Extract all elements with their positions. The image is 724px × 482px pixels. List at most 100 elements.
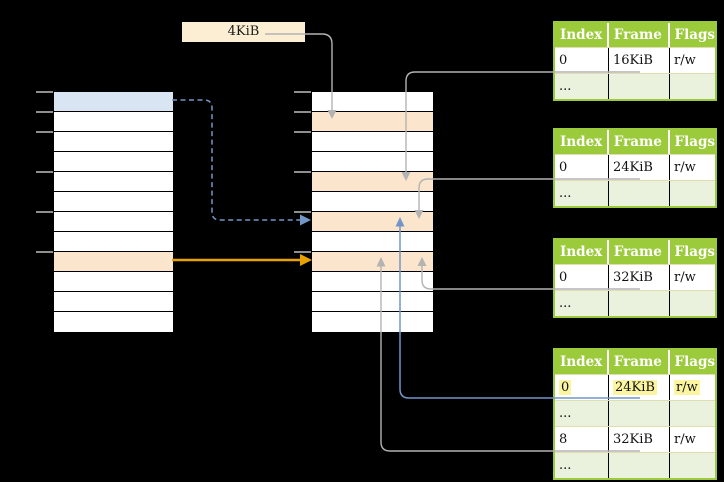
column-header-frame: Frame: [609, 240, 670, 264]
page-table-row: ...: [555, 180, 715, 206]
value: r/w: [674, 160, 696, 175]
page-table-row: ...: [555, 400, 715, 426]
page-table-cell: [609, 453, 670, 478]
value: r/w: [674, 432, 696, 447]
value: ...: [559, 186, 572, 201]
physical-memory-table: [294, 91, 434, 333]
value: 0: [559, 270, 568, 285]
page-table-cell: r/w: [670, 375, 715, 400]
column-header-frame: Frame: [609, 350, 670, 374]
page-table-row: 8 32KiB r/w: [555, 426, 715, 452]
page-table-cell: [609, 401, 670, 426]
page-table-cell: 32KiB: [609, 265, 670, 290]
value: 32KiB: [613, 432, 653, 447]
virtual-memory-row-6: [54, 212, 173, 232]
page-table-cell: r/w: [670, 427, 715, 452]
arrow-virtual-blue-page-to-frame: [172, 99, 311, 226]
page-table-row: 0 24KiB r/w: [555, 374, 715, 400]
physical-memory-row-10: [312, 292, 433, 312]
page-table-cell: 32KiB: [609, 427, 670, 452]
physical-memory-row-7: [312, 232, 433, 252]
physical-memory-row-0: [312, 92, 433, 112]
virtual-memory-row-4: [54, 172, 173, 192]
virtual-memory-row-8-orange: [54, 252, 173, 272]
virtual-memory-row-11: [54, 312, 173, 332]
virtual-memory-row-9: [54, 272, 173, 292]
value: ...: [559, 296, 572, 311]
address-tick: [36, 131, 53, 133]
highlighted-value: r/w: [674, 380, 700, 395]
page-table-row: 0 24KiB r/w: [555, 154, 715, 180]
address-tick: [294, 251, 311, 253]
page-table-cell: [670, 74, 715, 99]
column-header-index: Index: [555, 130, 609, 154]
page-table-cell: [609, 291, 670, 316]
address-tick: [294, 211, 311, 213]
physical-memory-row-8-orange: [312, 252, 433, 272]
highlighted-value: 24KiB: [613, 380, 657, 395]
column-header-frame: Frame: [609, 130, 670, 154]
page-table-cell: ...: [555, 181, 609, 206]
page-table-cell: ...: [555, 401, 609, 426]
page-table-cell: 0: [555, 375, 609, 400]
page-table-cell: 16KiB: [609, 48, 670, 73]
physical-memory-row-6-orange: [312, 212, 433, 232]
page-table-cell: 0: [555, 265, 609, 290]
virtual-memory-row-0-blue: [54, 92, 173, 112]
value: ...: [559, 458, 572, 473]
address-tick: [36, 91, 53, 93]
address-tick: [294, 171, 311, 173]
value: ...: [559, 79, 572, 94]
virtual-memory-row-5: [54, 192, 173, 212]
page-table-row: ...: [555, 290, 715, 316]
column-header-index: Index: [555, 23, 609, 47]
column-header-index: Index: [555, 350, 609, 374]
page-table-cell: r/w: [670, 265, 715, 290]
page-table-row: 0 16KiB r/w: [555, 47, 715, 73]
value: r/w: [674, 53, 696, 68]
address-tick: [36, 111, 53, 113]
virtual-memory-row-10: [54, 292, 173, 312]
value: 24KiB: [613, 160, 653, 175]
column-header-flags: Flags: [674, 134, 716, 150]
virtual-memory-table: [36, 91, 174, 333]
address-tick: [36, 211, 53, 213]
column-header-index: Index: [555, 240, 609, 264]
physical-memory-row-2: [312, 132, 433, 152]
address-tick: [36, 171, 53, 173]
virtual-memory-row-1: [54, 112, 173, 132]
page-table-cell: r/w: [670, 48, 715, 73]
physical-memory-row-4-orange: [312, 172, 433, 192]
address-tick: [294, 131, 311, 133]
physical-memory-row-11: [312, 312, 433, 332]
arrow-virtual-orange-page-to-frame: [172, 254, 312, 266]
page-table-cell: ...: [555, 74, 609, 99]
virtual-memory-row-7: [54, 232, 173, 252]
address-tick: [294, 91, 311, 93]
value: 0: [559, 160, 568, 175]
column-header-flags: Flags: [674, 244, 716, 260]
physical-memory-row-1-orange: [312, 112, 433, 132]
page-table-cell: [670, 401, 715, 426]
column-header-flags: Flags: [674, 27, 716, 43]
virtual-memory-row-3: [54, 152, 173, 172]
value: 16KiB: [613, 53, 653, 68]
column-header-flags: Flags: [674, 354, 716, 370]
value: 0: [559, 53, 568, 68]
physical-memory-row-5: [312, 192, 433, 212]
page-table-cell: [609, 181, 670, 206]
page-table-cell: ...: [555, 453, 609, 478]
page-size-label: 4KiB: [182, 22, 305, 42]
value: 8: [559, 432, 568, 447]
page-table-row: ...: [555, 73, 715, 99]
